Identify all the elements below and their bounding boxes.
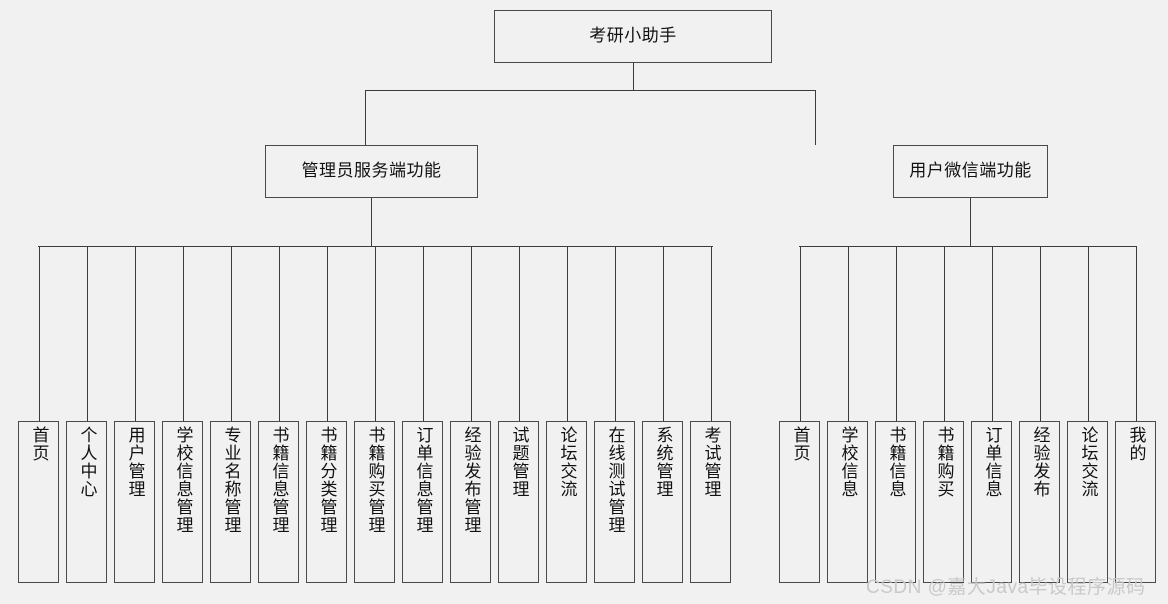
- node-leaf-label: 系统管理: [653, 426, 673, 498]
- node-leaf-admin-9[interactable]: 经验发布管理: [450, 421, 491, 583]
- node-leaf-label: 书籍分类管理: [317, 426, 337, 534]
- node-leaf-wechat-2[interactable]: 书籍信息: [875, 421, 916, 583]
- connector-leaf-drop: [231, 246, 232, 421]
- node-leaf-label: 学校信息管理: [173, 426, 193, 534]
- node-leaf-label: 考试管理: [701, 426, 721, 498]
- node-leaf-label: 我的: [1126, 426, 1146, 462]
- node-leaf-wechat-7[interactable]: 我的: [1115, 421, 1156, 583]
- node-leaf-wechat-1[interactable]: 学校信息: [827, 421, 868, 583]
- node-root-label: 考研小助手: [589, 26, 677, 46]
- node-leaf-label: 书籍信息管理: [269, 426, 289, 534]
- node-leaf-label: 首页: [790, 426, 810, 462]
- node-leaf-label: 试题管理: [509, 426, 529, 498]
- node-leaf-label: 学校信息: [838, 426, 858, 498]
- connector-leaf-drop: [1136, 246, 1137, 421]
- node-branch-wechat-label: 用户微信端功能: [909, 161, 1032, 181]
- connector-wechat-bus: [799, 246, 1136, 247]
- node-leaf-wechat-5[interactable]: 经验发布: [1019, 421, 1060, 583]
- node-leaf-admin-12[interactable]: 在线测试管理: [594, 421, 635, 583]
- node-leaf-wechat-4[interactable]: 订单信息: [971, 421, 1012, 583]
- node-branch-wechat[interactable]: 用户微信端功能: [893, 145, 1048, 198]
- connector-leaf-drop: [896, 246, 897, 421]
- connector-wechat-stem: [970, 198, 971, 246]
- node-leaf-label: 书籍购买管理: [365, 426, 385, 534]
- node-leaf-admin-7[interactable]: 书籍购买管理: [354, 421, 395, 583]
- node-leaf-label: 个人中心: [77, 426, 97, 498]
- connector-leaf-drop: [375, 246, 376, 421]
- node-leaf-admin-1[interactable]: 个人中心: [66, 421, 107, 583]
- connector-leaf-drop: [87, 246, 88, 421]
- node-leaf-admin-14[interactable]: 考试管理: [690, 421, 731, 583]
- node-leaf-label: 论坛交流: [557, 426, 577, 498]
- node-leaf-admin-2[interactable]: 用户管理: [114, 421, 155, 583]
- node-leaf-admin-13[interactable]: 系统管理: [642, 421, 683, 583]
- node-leaf-admin-4[interactable]: 专业名称管理: [210, 421, 251, 583]
- connector-leaf-drop: [848, 246, 849, 421]
- connector-leaf-drop: [944, 246, 945, 421]
- node-branch-admin[interactable]: 管理员服务端功能: [265, 145, 478, 198]
- connector-leaf-drop: [39, 246, 40, 421]
- connector-root-bus: [365, 90, 816, 91]
- node-leaf-wechat-3[interactable]: 书籍购买: [923, 421, 964, 583]
- connector-leaf-drop: [711, 246, 712, 421]
- node-leaf-admin-10[interactable]: 试题管理: [498, 421, 539, 583]
- connector-root-to-wechat: [815, 90, 816, 145]
- node-leaf-label: 首页: [29, 426, 49, 462]
- connector-leaf-drop: [567, 246, 568, 421]
- connector-root-stem: [633, 63, 634, 91]
- node-leaf-wechat-0[interactable]: 首页: [779, 421, 820, 583]
- node-leaf-label: 在线测试管理: [605, 426, 625, 534]
- node-leaf-admin-8[interactable]: 订单信息管理: [402, 421, 443, 583]
- connector-leaf-drop: [615, 246, 616, 421]
- connector-leaf-drop: [471, 246, 472, 421]
- node-root[interactable]: 考研小助手: [494, 10, 772, 63]
- connector-leaf-drop: [992, 246, 993, 421]
- connector-leaf-drop: [663, 246, 664, 421]
- connector-leaf-drop: [519, 246, 520, 421]
- connector-admin-stem: [371, 198, 372, 246]
- connector-leaf-drop: [183, 246, 184, 421]
- connector-leaf-drop: [800, 246, 801, 421]
- node-leaf-label: 订单信息: [982, 426, 1002, 498]
- node-leaf-label: 订单信息管理: [413, 426, 433, 534]
- connector-leaf-drop: [1088, 246, 1089, 421]
- connector-leaf-drop: [1040, 246, 1041, 421]
- node-leaf-label: 书籍信息: [886, 426, 906, 498]
- node-leaf-admin-0[interactable]: 首页: [18, 421, 59, 583]
- node-leaf-label: 书籍购买: [934, 426, 954, 498]
- node-leaf-admin-6[interactable]: 书籍分类管理: [306, 421, 347, 583]
- node-leaf-label: 论坛交流: [1078, 426, 1098, 498]
- connector-leaf-drop: [135, 246, 136, 421]
- node-leaf-label: 用户管理: [125, 426, 145, 498]
- node-branch-admin-label: 管理员服务端功能: [301, 161, 442, 181]
- node-leaf-admin-3[interactable]: 学校信息管理: [162, 421, 203, 583]
- node-leaf-wechat-6[interactable]: 论坛交流: [1067, 421, 1108, 583]
- node-leaf-label: 专业名称管理: [221, 426, 241, 534]
- node-leaf-admin-5[interactable]: 书籍信息管理: [258, 421, 299, 583]
- connector-leaf-drop: [327, 246, 328, 421]
- connector-root-to-admin: [365, 90, 366, 145]
- node-leaf-label: 经验发布管理: [461, 426, 481, 534]
- node-leaf-admin-11[interactable]: 论坛交流: [546, 421, 587, 583]
- connector-leaf-drop: [279, 246, 280, 421]
- node-leaf-label: 经验发布: [1030, 426, 1050, 498]
- connector-leaf-drop: [423, 246, 424, 421]
